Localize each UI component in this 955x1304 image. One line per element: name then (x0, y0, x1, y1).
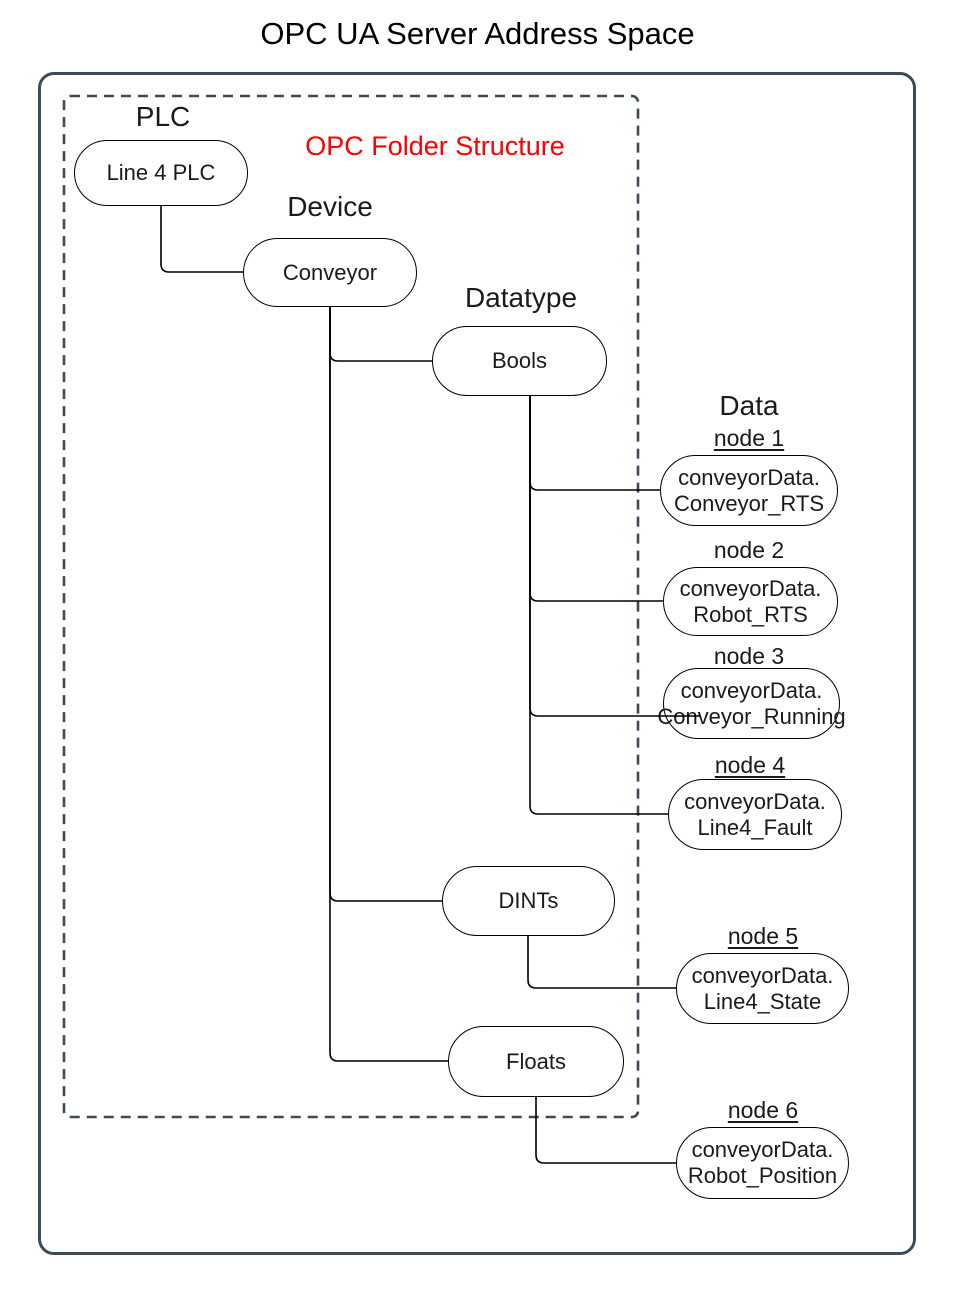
node-robot-position-line1: conveyorData. (691, 1137, 834, 1162)
node-robot-position: conveyorData. Robot_Position (676, 1127, 849, 1199)
node-robot-position-line2: Robot_Position (687, 1163, 838, 1188)
node-line4-fault-line1: conveyorData. (684, 788, 826, 814)
node-line4-plc: Line 4 PLC (74, 140, 248, 206)
diagram-title: OPC UA Server Address Space (260, 16, 695, 51)
node-bools-label: Bools (491, 348, 548, 373)
node-line4-state-line1: conveyorData. (691, 962, 834, 988)
label-node-3: node 3 (713, 643, 785, 669)
label-node-2: node 2 (713, 537, 785, 563)
node-line4-plc-label: Line 4 PLC (106, 160, 216, 185)
node-line4-fault-line2: Line4_Fault (697, 814, 813, 840)
node-floats-label: Floats (506, 1048, 566, 1074)
node-line4-fault: conveyorData. Line4_Fault (668, 779, 842, 850)
node-conveyor-rts-line1: conveyorData. (678, 464, 820, 490)
node-robot-rts-line2: Robot_RTS (693, 601, 808, 627)
label-node-6: node 6 (727, 1097, 799, 1123)
label-node-4: node 4 (714, 752, 786, 778)
heading-datatype: Datatype (464, 282, 578, 313)
node-conveyor-label: Conveyor (282, 259, 378, 285)
node-conveyor: Conveyor (243, 238, 417, 307)
heading-plc: PLC (135, 101, 191, 132)
heading-device: Device (287, 191, 373, 222)
heading-data: Data (719, 390, 779, 421)
node-conveyor-rts: conveyorData. Conveyor_RTS (660, 455, 838, 526)
label-node-5: node 5 (727, 923, 799, 949)
annotation-opc-folder-structure: OPC Folder Structure (305, 131, 565, 161)
node-conveyor-running-line1: conveyorData. (680, 677, 823, 703)
node-line4-state: conveyorData. Line4_State (676, 953, 849, 1024)
node-robot-rts-line1: conveyorData. (679, 575, 822, 601)
node-line4-state-line2: Line4_State (703, 988, 822, 1014)
node-dints: DINTs (442, 866, 615, 936)
label-node-1: node 1 (713, 425, 785, 451)
node-dints-label: DINTs (498, 888, 559, 913)
node-bools: Bools (432, 326, 607, 396)
node-robot-rts: conveyorData. Robot_RTS (663, 567, 838, 636)
node-floats: Floats (448, 1026, 624, 1097)
node-conveyor-rts-line2: Conveyor_RTS (674, 490, 824, 516)
node-conveyor-running: conveyorData. Conveyor_Running (657, 668, 846, 739)
node-conveyor-running-line2: Conveyor_Running (657, 703, 846, 729)
